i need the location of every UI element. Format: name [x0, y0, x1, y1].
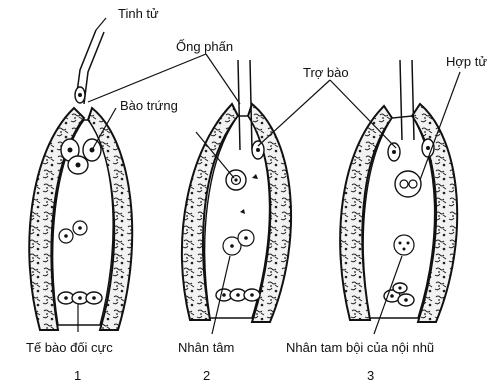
label-tinh-tu: Tinh tử: [118, 6, 159, 21]
label-ong-phan: Ống phấn: [176, 39, 233, 54]
stage-number-3: 3: [367, 368, 374, 383]
label-hop-tu: Hợp tử: [446, 54, 487, 69]
sac-1-pollen-tube-2: [84, 32, 104, 104]
label-bao-trung: Bào trứng: [120, 98, 178, 113]
embryo-sac-3: [340, 60, 457, 322]
sac-3-triploid-nucleus: [394, 235, 414, 255]
leader-tro-bao-1: [258, 80, 330, 146]
embryo-sac-1: [29, 30, 132, 330]
label-nhan-tam-boi: Nhân tam bội của nội nhũ: [286, 340, 434, 355]
leader-ong-phan-2: [206, 54, 240, 104]
stage-number-1: 1: [74, 368, 81, 383]
label-tro-bao: Trợ bào: [303, 65, 349, 80]
leader-tinh-tu: [96, 18, 106, 30]
stage-number-2: 2: [203, 368, 210, 383]
label-te-bao-doi-cuc: Tế bào đối cực: [26, 340, 113, 355]
leader-ong-phan-1: [88, 54, 206, 102]
label-nhan-tam: Nhân tâm: [178, 340, 234, 355]
